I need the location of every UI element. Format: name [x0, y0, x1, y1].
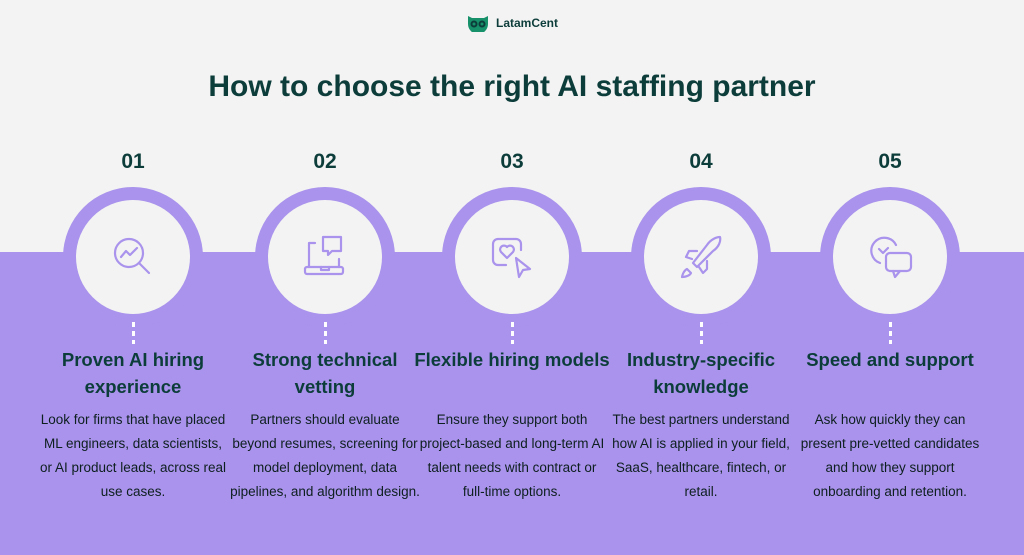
step-title: Speed and support — [806, 349, 974, 370]
icon-ring — [820, 187, 960, 327]
step-5: 05 Speed and support Ask how quickly the… — [795, 150, 985, 499]
step-title: Flexible hiring models — [414, 349, 610, 370]
step-title: Industry-specific knowledge — [626, 349, 776, 397]
logo: LatamCent — [0, 14, 1024, 32]
step-3: 03 Flexible hiring models Ensure they su… — [414, 150, 609, 499]
connector-dash — [700, 322, 703, 344]
step-body: Ask how quickly they can present pre-vet… — [800, 412, 980, 499]
chart-search-icon — [113, 237, 151, 275]
owl-icon — [467, 16, 488, 32]
connector-dash — [132, 322, 135, 344]
icon-ring — [631, 187, 771, 327]
step-1: 01 Proven AI hiring experience Look for … — [38, 150, 228, 499]
step-number: 02 — [313, 150, 337, 173]
check-chat-icon — [870, 236, 913, 279]
step-2: 02 Strong technical vetting Partners sho… — [230, 150, 420, 499]
heart-cursor-icon — [491, 237, 532, 279]
step-body: Partners should evaluate beyond resumes,… — [230, 412, 420, 499]
connector-dash — [889, 322, 892, 344]
step-body: The best partners understand how AI is a… — [612, 412, 790, 499]
connector-dash — [324, 322, 327, 344]
step-number: 03 — [500, 150, 524, 173]
connector-dash — [511, 322, 514, 344]
brand-name: LatamCent — [495, 16, 558, 30]
icon-ring — [63, 187, 203, 327]
step-body: Look for firms that have placed ML engin… — [39, 412, 227, 499]
step-number: 01 — [121, 150, 145, 173]
step-title: Strong technical vetting — [252, 349, 398, 397]
step-number: 05 — [878, 150, 902, 173]
step-4: 04 Industry-specific knowledge The best … — [606, 150, 796, 499]
rocket-icon — [680, 235, 722, 279]
laptop-chat-icon — [303, 235, 345, 276]
step-number: 04 — [689, 150, 713, 173]
step-body: Ensure they support both project-based a… — [419, 412, 605, 499]
page-title: How to choose the right AI staffing part… — [208, 70, 816, 103]
icon-ring — [442, 187, 582, 327]
icon-ring — [255, 187, 395, 327]
step-title: Proven AI hiring experience — [61, 349, 205, 397]
